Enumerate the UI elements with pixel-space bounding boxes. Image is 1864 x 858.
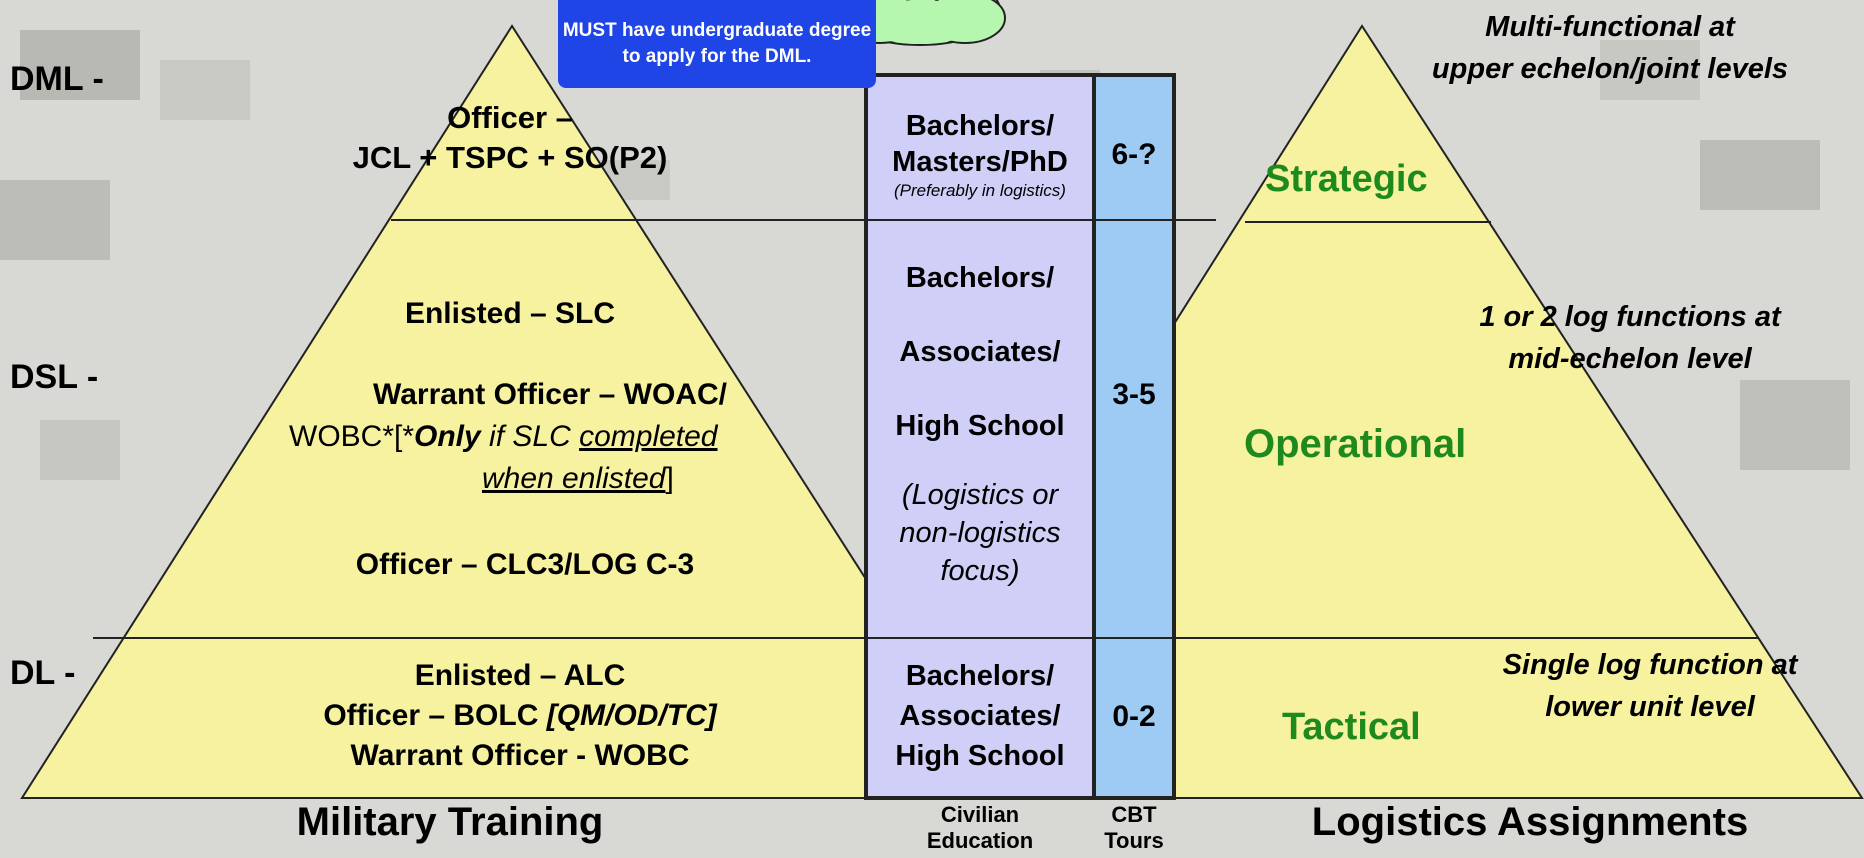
civilian-top-line1: Bachelors/ (905, 110, 1055, 142)
logistics-bot-note1: Single log function at (1502, 649, 1798, 681)
level-label-dsl: DSL - (10, 358, 99, 396)
military-when-enlisted: when enlisted] (482, 462, 674, 496)
cbt-tours-label: CBT Tours (1094, 802, 1174, 854)
cloud-shape (839, 0, 1006, 46)
military-wobc-note: WOBC*[*Only if SLC completed (289, 420, 718, 454)
military-officer-clc3: Officer – CLC3/LOG C-3 (355, 548, 695, 581)
when-enlisted-text: when enlisted (482, 462, 666, 495)
tours-column (1092, 73, 1176, 800)
logistics-top-note1: Multi-functional at (1485, 11, 1735, 43)
level-label-dl: DL - (10, 654, 76, 692)
wobc-prefix: WOBC*[* (289, 420, 415, 453)
logistics-bot-note2: lower unit level (1545, 691, 1755, 723)
civilian-bot-line3: High School (895, 740, 1065, 772)
civilian-top-note: (Preferably in logistics) (894, 181, 1066, 200)
undergraduate-callout: MUST have undergraduate degree to apply … (558, 0, 876, 88)
tours-label2: Tours (1104, 828, 1164, 853)
civilian-mid-note1: (Logistics or (901, 479, 1059, 511)
civilian-mid-line2: Associates/ (899, 336, 1061, 368)
military-training-label: Military Training (296, 800, 604, 844)
logistics-assignments-label: Logistics Assignments (1311, 800, 1749, 844)
logistics-top-note2: upper echelon/joint levels (1431, 53, 1789, 85)
civilian-label1: Civilian (940, 802, 1020, 827)
civilian-bot-line1: Bachelors/ (905, 660, 1055, 692)
civilian-mid-text: Bachelors/ Associates/ High School (Logi… (866, 262, 1094, 590)
military-officer-bolc: Officer – BOLC [QM/OD/TC] (200, 696, 840, 736)
tours-mid: 3-5 (1112, 378, 1156, 411)
only-text: Only (414, 420, 481, 453)
civilian-label2: Education (926, 828, 1034, 853)
civilian-bottom-text: Bachelors/ Associates/ High School (866, 656, 1094, 776)
if-slc-text: if SLC (480, 420, 580, 453)
military-bottom-text: Enlisted – ALC Officer – BOLC [QM/OD/TC]… (200, 656, 840, 776)
civilian-top-text: Bachelors/ Masters/PhD (Preferably in lo… (866, 108, 1094, 202)
tours-bot: 0-2 (1112, 700, 1156, 733)
strategic-label: Strategic (1265, 158, 1428, 200)
military-warrant-woac: Warrant Officer – WOAC/ (373, 378, 727, 411)
operational-label: Operational (1244, 422, 1467, 466)
military-enlisted-alc: Enlisted – ALC (414, 659, 626, 692)
logistics-mid-note: 1 or 2 log functions at mid-echelon leve… (1420, 296, 1840, 380)
civilian-bot-line2: Associates/ (899, 700, 1061, 732)
tactical-label: Tactical (1282, 706, 1421, 748)
bracket-close: ] (665, 462, 674, 495)
military-top-line2: JCL + TSPC + SO(P2) (352, 140, 668, 175)
military-enlisted-slc: Enlisted – SLC (404, 297, 616, 330)
bolc-text: Officer – BOLC (323, 699, 547, 732)
civilian-top-line2: Masters/PhD (892, 146, 1068, 178)
logistics-mid-note1: 1 or 2 log functions at (1479, 301, 1781, 333)
civilian-mid-note2: non-logistics (899, 517, 1061, 549)
tours-label1: CBT (1111, 802, 1157, 827)
logistics-top-note: Multi-functional at upper echelon/joint … (1360, 6, 1860, 90)
civilian-mid-line3: High School (895, 410, 1065, 442)
military-top-line1: Officer – (447, 100, 573, 135)
civilian-column (864, 73, 1096, 800)
civilian-education-label: Civilian Education (866, 802, 1094, 854)
tours-top: 6-? (1111, 138, 1157, 171)
civilian-mid-note3: focus) (940, 555, 1020, 587)
callout-text: MUST have undergraduate degree to apply … (562, 20, 872, 67)
military-warrant-wobc: Warrant Officer - WOBC (350, 739, 690, 772)
logistics-mid-note2: mid-echelon level (1508, 343, 1752, 375)
military-top-text: Officer – JCL + TSPC + SO(P2) (300, 98, 720, 178)
completed-text: completed (579, 420, 718, 453)
branch-text: [QM/OD/TC] (546, 699, 717, 732)
level-label-dml: DML - (10, 60, 104, 98)
logistics-bot-note: Single log function at lower unit level (1440, 644, 1860, 728)
civilian-mid-line1: Bachelors/ (905, 262, 1055, 294)
